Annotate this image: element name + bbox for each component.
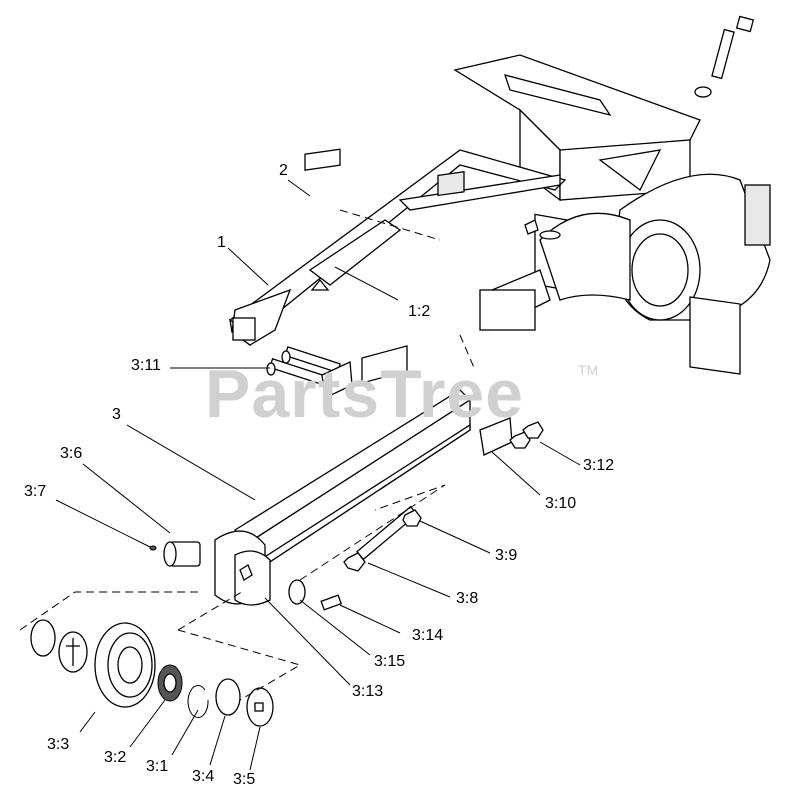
callout-3: 3 [112,406,121,423]
washer-part-3-3 [30,619,88,673]
screw-part-3-14 [320,594,343,611]
motor-housing [479,173,771,375]
callout-1-2: 1:2 [408,303,431,320]
wheel-part-3-3 [94,622,156,708]
washer-part-3-4 [215,678,241,716]
top-bolt [694,15,755,98]
callout-3-11: 3:11 [131,357,161,374]
bearing-part-3-2 [157,664,183,702]
callout-3-8: 3:8 [456,590,479,607]
nut-part-3-9 [402,509,422,527]
bolts-part-3-11 [266,346,341,386]
upper-arm-part-1 [228,149,567,347]
callout-3-12: 3:12 [583,457,615,474]
callout-3-9: 3:9 [495,547,518,564]
callout-3-7: 3:7 [24,483,47,500]
chassis-frame [453,54,701,296]
callout-3-13: 3:13 [352,683,384,700]
callout-3-5: 3:5 [233,771,256,788]
callout-3-15: 3:15 [374,653,406,670]
lower-arm-part-3 [214,345,472,606]
clip-part-3-1 [187,685,209,718]
callout-3-4: 3:4 [192,768,215,785]
decal-part-2 [304,148,465,197]
callout-3-10: 3:10 [545,495,577,512]
spacer-part-3-6 [149,541,201,567]
callout-3-3: 3:3 [47,736,70,753]
watermark-text: PartsTree [205,356,524,432]
callout-3-2: 3:2 [104,749,127,766]
plate-part-3-10 [321,361,513,456]
callout-1: 1 [217,234,226,251]
callout-3-14: 3:14 [412,627,444,644]
callout-3-6: 3:6 [60,445,83,462]
trademark-mark: TM [578,362,599,378]
nuts-part-3-12 [509,421,544,449]
bolt-part-3-8 [343,505,418,572]
washer-part-3-15 [288,579,306,605]
callout-3-1: 3:1 [146,758,169,775]
callout-2: 2 [279,162,288,179]
